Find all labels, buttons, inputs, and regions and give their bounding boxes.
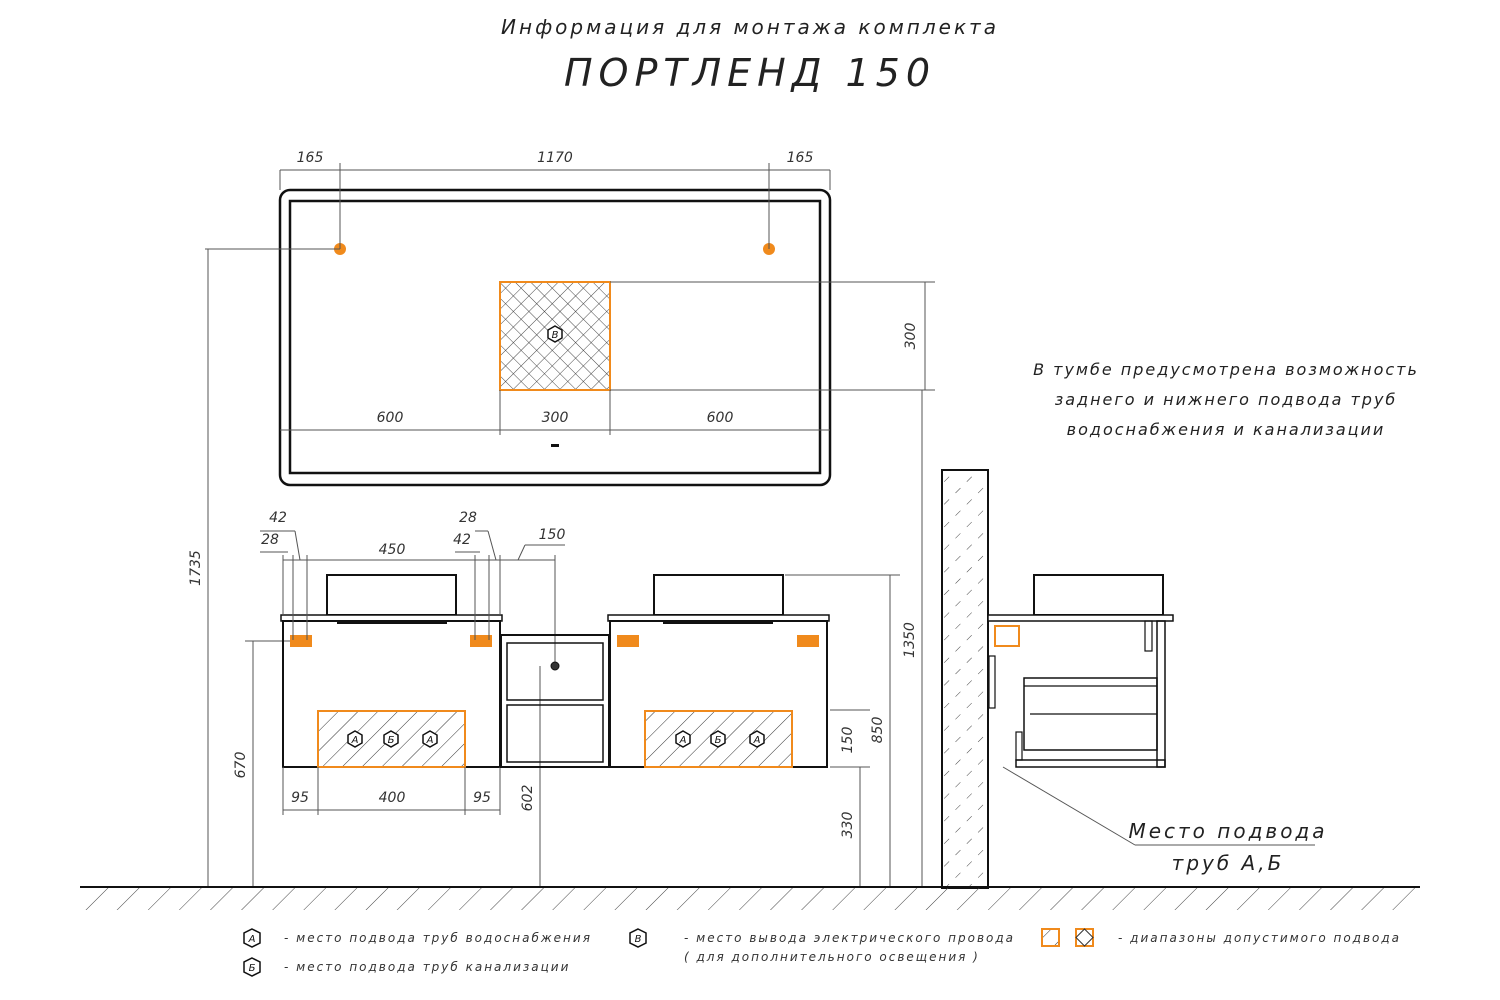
legend-b-text: - место подвода труб канализации (284, 960, 570, 974)
dim-165-right: 165 (787, 150, 814, 166)
side-bracket (994, 625, 1020, 647)
subtitle: Информация для монтажа комплекта (501, 15, 999, 39)
svg-text:В: В (552, 330, 559, 341)
svg-text:Б: Б (388, 735, 395, 746)
legend-marker-a: А (243, 928, 261, 948)
mirror: В (278, 188, 832, 487)
bracket-right-2 (797, 635, 819, 647)
svg-text:Б: Б (715, 735, 722, 746)
callout-leader (1002, 766, 1136, 846)
cabinet-left: А Б А (280, 574, 503, 768)
hex-marker-a: А (675, 730, 691, 748)
dim-150-zone: 150 (840, 727, 856, 754)
legend-v-text-2: ( для дополнительного освещения ) (684, 950, 980, 964)
dim-42-right: 42 (453, 532, 471, 548)
wall (941, 469, 989, 889)
side-view (941, 469, 1315, 889)
svg-text:А: А (351, 735, 359, 746)
dim-95-right: 95 (473, 790, 491, 806)
callout-line-2: труб А,Б (1172, 851, 1285, 875)
dim-400: 400 (379, 790, 406, 806)
dim-300-zone-height: 300 (903, 323, 919, 350)
legend-marker-b: Б (243, 957, 261, 977)
dim-42-left: 42 (269, 510, 287, 526)
dim-150-gap: 150 (539, 527, 566, 543)
dim-1350: 1350 (902, 622, 918, 658)
dim-95-left: 95 (291, 790, 309, 806)
page-title: ПОРТЛЕНД 150 (564, 51, 936, 95)
dim-1735: 1735 (188, 550, 204, 586)
mirror-dimensions (205, 163, 935, 435)
dim-850: 850 (870, 717, 886, 744)
svg-text:А: А (426, 735, 434, 746)
dim-165-left: 165 (297, 150, 324, 166)
dim-28-left: 28 (261, 532, 279, 548)
legend-v-text: - место вывода электрического провода (684, 931, 1015, 945)
dim-600-left: 600 (377, 410, 404, 426)
svg-text:А: А (753, 735, 761, 746)
dim-300-zone-width: 300 (542, 410, 569, 426)
side-note-line-2: заднего и нижнего подвода труб (1055, 390, 1398, 409)
hex-marker-a: А (749, 730, 765, 748)
svg-text:В: В (635, 934, 642, 945)
legend-diag-swatch (1041, 928, 1060, 947)
legend-a-text: - место подвода труб водоснабжения (284, 931, 592, 945)
cabinet-right: А Б А (607, 574, 830, 768)
bracket-right-1 (617, 635, 639, 647)
side-note-line-1: В тумбе предусмотрена возможность (1033, 360, 1419, 379)
dim-1170: 1170 (537, 150, 573, 166)
hex-marker-v: В (547, 325, 563, 343)
hex-marker-a: А (347, 730, 363, 748)
floor (80, 886, 1420, 910)
legend-range-text: - диапазоны допустимого подвода (1118, 931, 1401, 945)
dim-330: 330 (840, 812, 856, 839)
dim-600-right: 600 (707, 410, 734, 426)
cabinet-left-dimensions (260, 530, 565, 815)
hex-marker-a: А (422, 730, 438, 748)
sensor-icon (551, 444, 559, 447)
hex-marker-b: Б (710, 730, 726, 748)
dim-602: 602 (520, 785, 536, 812)
callout-line-1: Место подвода (1128, 819, 1327, 843)
vertical-dimensions (207, 249, 923, 887)
svg-text:А: А (679, 735, 687, 746)
legend-cross-swatch (1075, 928, 1094, 947)
dim-670: 670 (233, 752, 249, 779)
dim-28-right: 28 (459, 510, 477, 526)
side-note-line-3: водоснабжения и канализации (1067, 420, 1386, 439)
hex-marker-b: Б (383, 730, 399, 748)
svg-text:Б: Б (249, 963, 256, 974)
svg-text:А: А (248, 934, 256, 945)
legend-marker-v: В (629, 928, 647, 948)
legend: А - место подвода труб водоснабжения Б -… (243, 928, 1401, 977)
dim-450: 450 (379, 542, 406, 558)
